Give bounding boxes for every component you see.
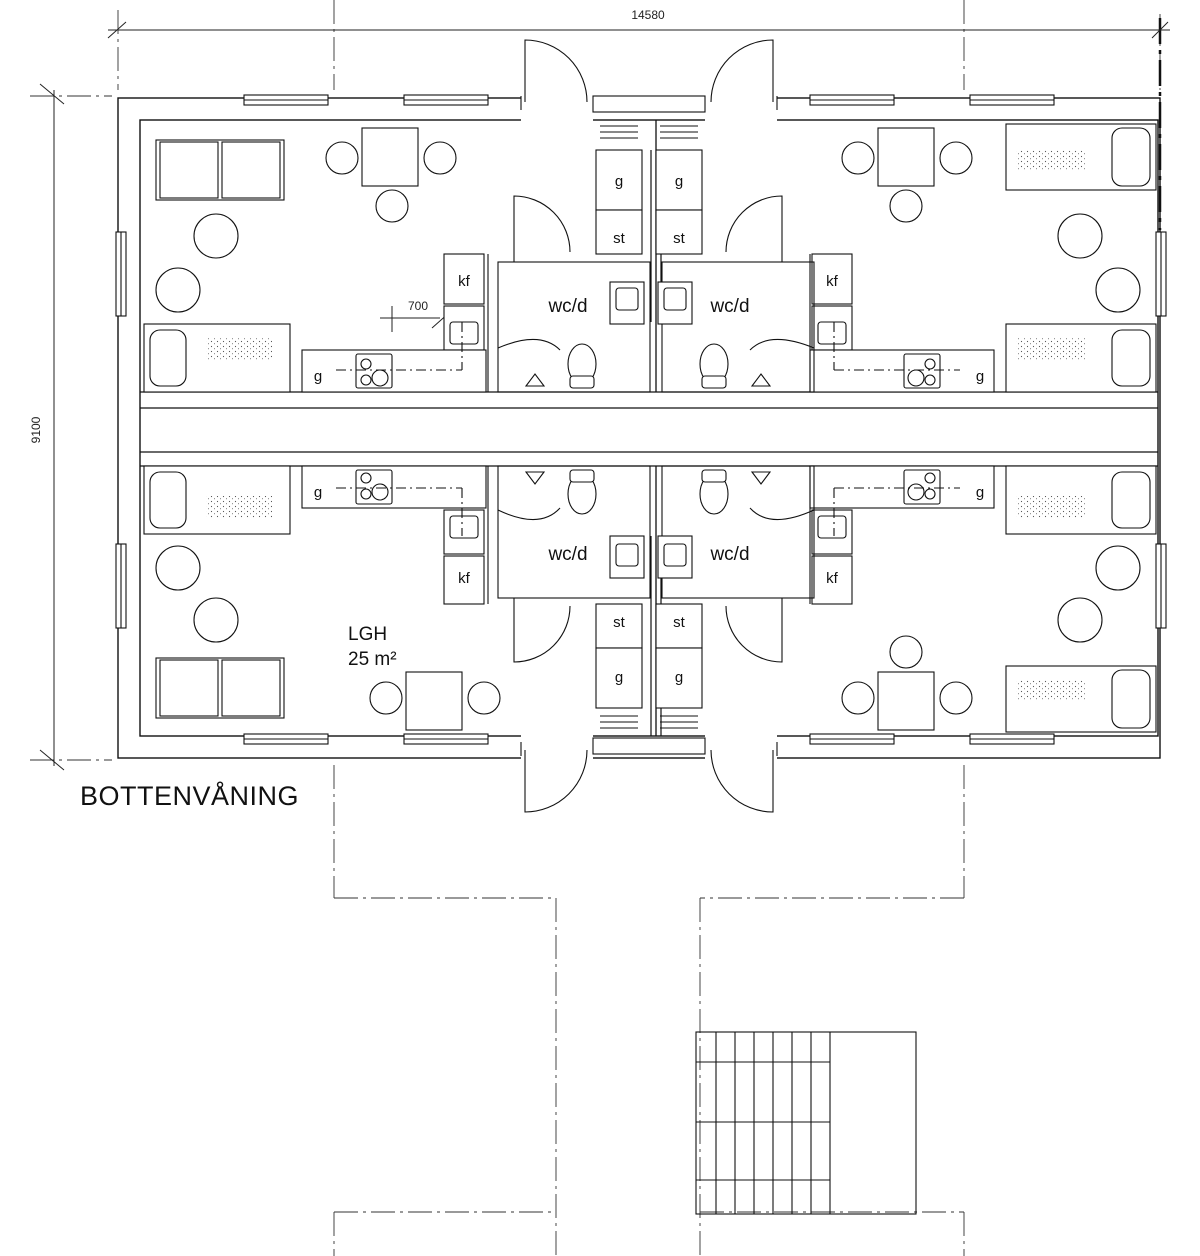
apartment-top-left [143, 127, 487, 393]
wardrobe-label-kitchen-br: g [976, 484, 984, 501]
corridor [140, 120, 1158, 736]
bathroom-label-top-right: wc/d [709, 296, 749, 317]
entrance-closets [595, 125, 703, 729]
wardrobe-label-entry-bl: g [615, 669, 623, 686]
closet-label-br: st [673, 614, 686, 631]
wardrobe-label-entry-br: g [675, 669, 683, 686]
windows [115, 94, 1167, 745]
fridge-label-bottom-left: kf [458, 570, 471, 587]
sink-clearance-dimension: 700 [408, 299, 428, 313]
apartment-area: 25 m² [348, 649, 397, 670]
wardrobe-label-kitchen-bl: g [314, 484, 322, 501]
apartment-top-right [809, 123, 1157, 393]
wardrobe-label-entry-tr: g [675, 173, 683, 190]
apartment-bottom-left [143, 465, 501, 731]
entrance-doors [520, 39, 778, 813]
apartment-bottom-right [809, 465, 1157, 733]
width-dimension: 14580 [631, 8, 665, 22]
floor-title: BOTTENVÅNING [80, 780, 299, 811]
bathroom-label-bottom-right: wc/d [709, 544, 749, 565]
wardrobe-label-kitchen-tl: g [314, 368, 322, 385]
fridge-label-top-right: kf [826, 273, 839, 290]
fridge-label-top-left: kf [458, 273, 471, 290]
bathroom-label-bottom-left: wc/d [547, 544, 587, 565]
bathrooms [487, 195, 815, 663]
wardrobe-label-entry-tl: g [615, 173, 623, 190]
height-dimension: 9100 [29, 416, 43, 443]
closet-label-bl: st [613, 614, 626, 631]
fridge-label-bottom-right: kf [826, 570, 839, 587]
closet-label-tl: st [613, 230, 626, 247]
grid-lines [30, 0, 1161, 1256]
wardrobe-label-kitchen-tr: g [976, 368, 984, 385]
closet-label-tr: st [673, 230, 686, 247]
staircase [695, 1031, 917, 1215]
dimension-lines [39, 21, 1170, 771]
apartment-label: LGH [348, 624, 387, 645]
bathroom-label-top-left: wc/d [547, 296, 587, 317]
